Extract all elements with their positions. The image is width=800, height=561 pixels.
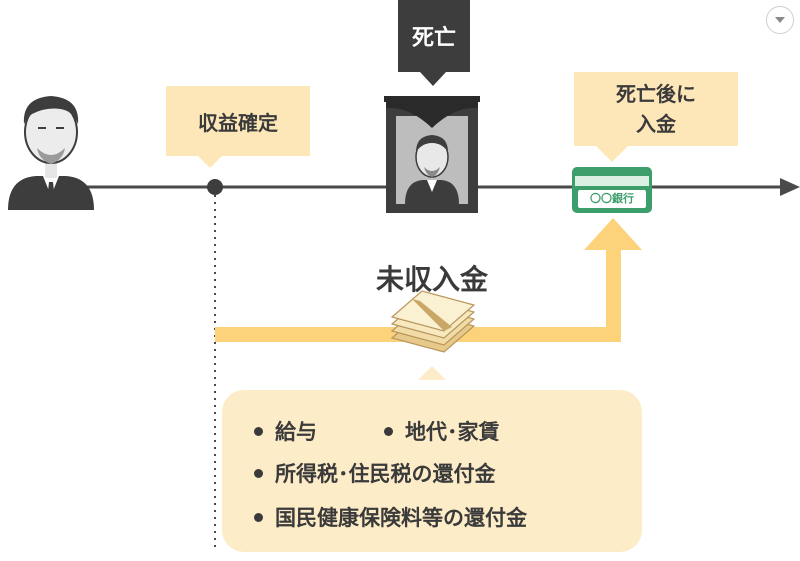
memorial-portrait-icon [384, 96, 480, 213]
income-fixed-callout: 収益確定 [166, 86, 310, 156]
chevron-down-icon [775, 17, 785, 23]
bullet-icon [254, 426, 263, 436]
bank-card-label: 〇〇銀行 [590, 192, 634, 205]
payment-callout-tail [596, 146, 628, 162]
uncollected-income-label: 未収入金 [375, 263, 488, 296]
timeline-arrowhead [780, 178, 800, 196]
money-bundle-icon [390, 290, 476, 353]
paid-after-death-line2: 入金 [636, 112, 676, 136]
income-callout-tail [198, 156, 222, 168]
bullet-icon [254, 468, 263, 478]
income-point [207, 179, 223, 195]
bullet-icon [384, 426, 393, 436]
death-callout-tail [420, 72, 446, 86]
dropdown-button[interactable] [766, 6, 794, 34]
list-item-tax-refund: 所得税･住民税の還付金 [254, 458, 496, 488]
bullet-icon [254, 512, 263, 522]
income-items-box: 給与 地代･家賃 所得税･住民税の還付金 国民健康保険料等の還付金 [222, 390, 642, 552]
list-item-insurance-refund: 国民健康保険料等の還付金 [254, 502, 527, 532]
info-box-tail [418, 366, 446, 380]
bank-card-icon [572, 167, 652, 213]
paid-after-death-callout: 死亡後に 入金 [574, 72, 738, 146]
death-callout: 死亡 [398, 0, 470, 72]
list-item-land-rent: 地代･家賃 [384, 416, 500, 446]
elderly-man-icon [8, 96, 94, 210]
list-item-salary: 給与 [254, 416, 317, 446]
paid-after-death-line1: 死亡後に [616, 82, 696, 106]
